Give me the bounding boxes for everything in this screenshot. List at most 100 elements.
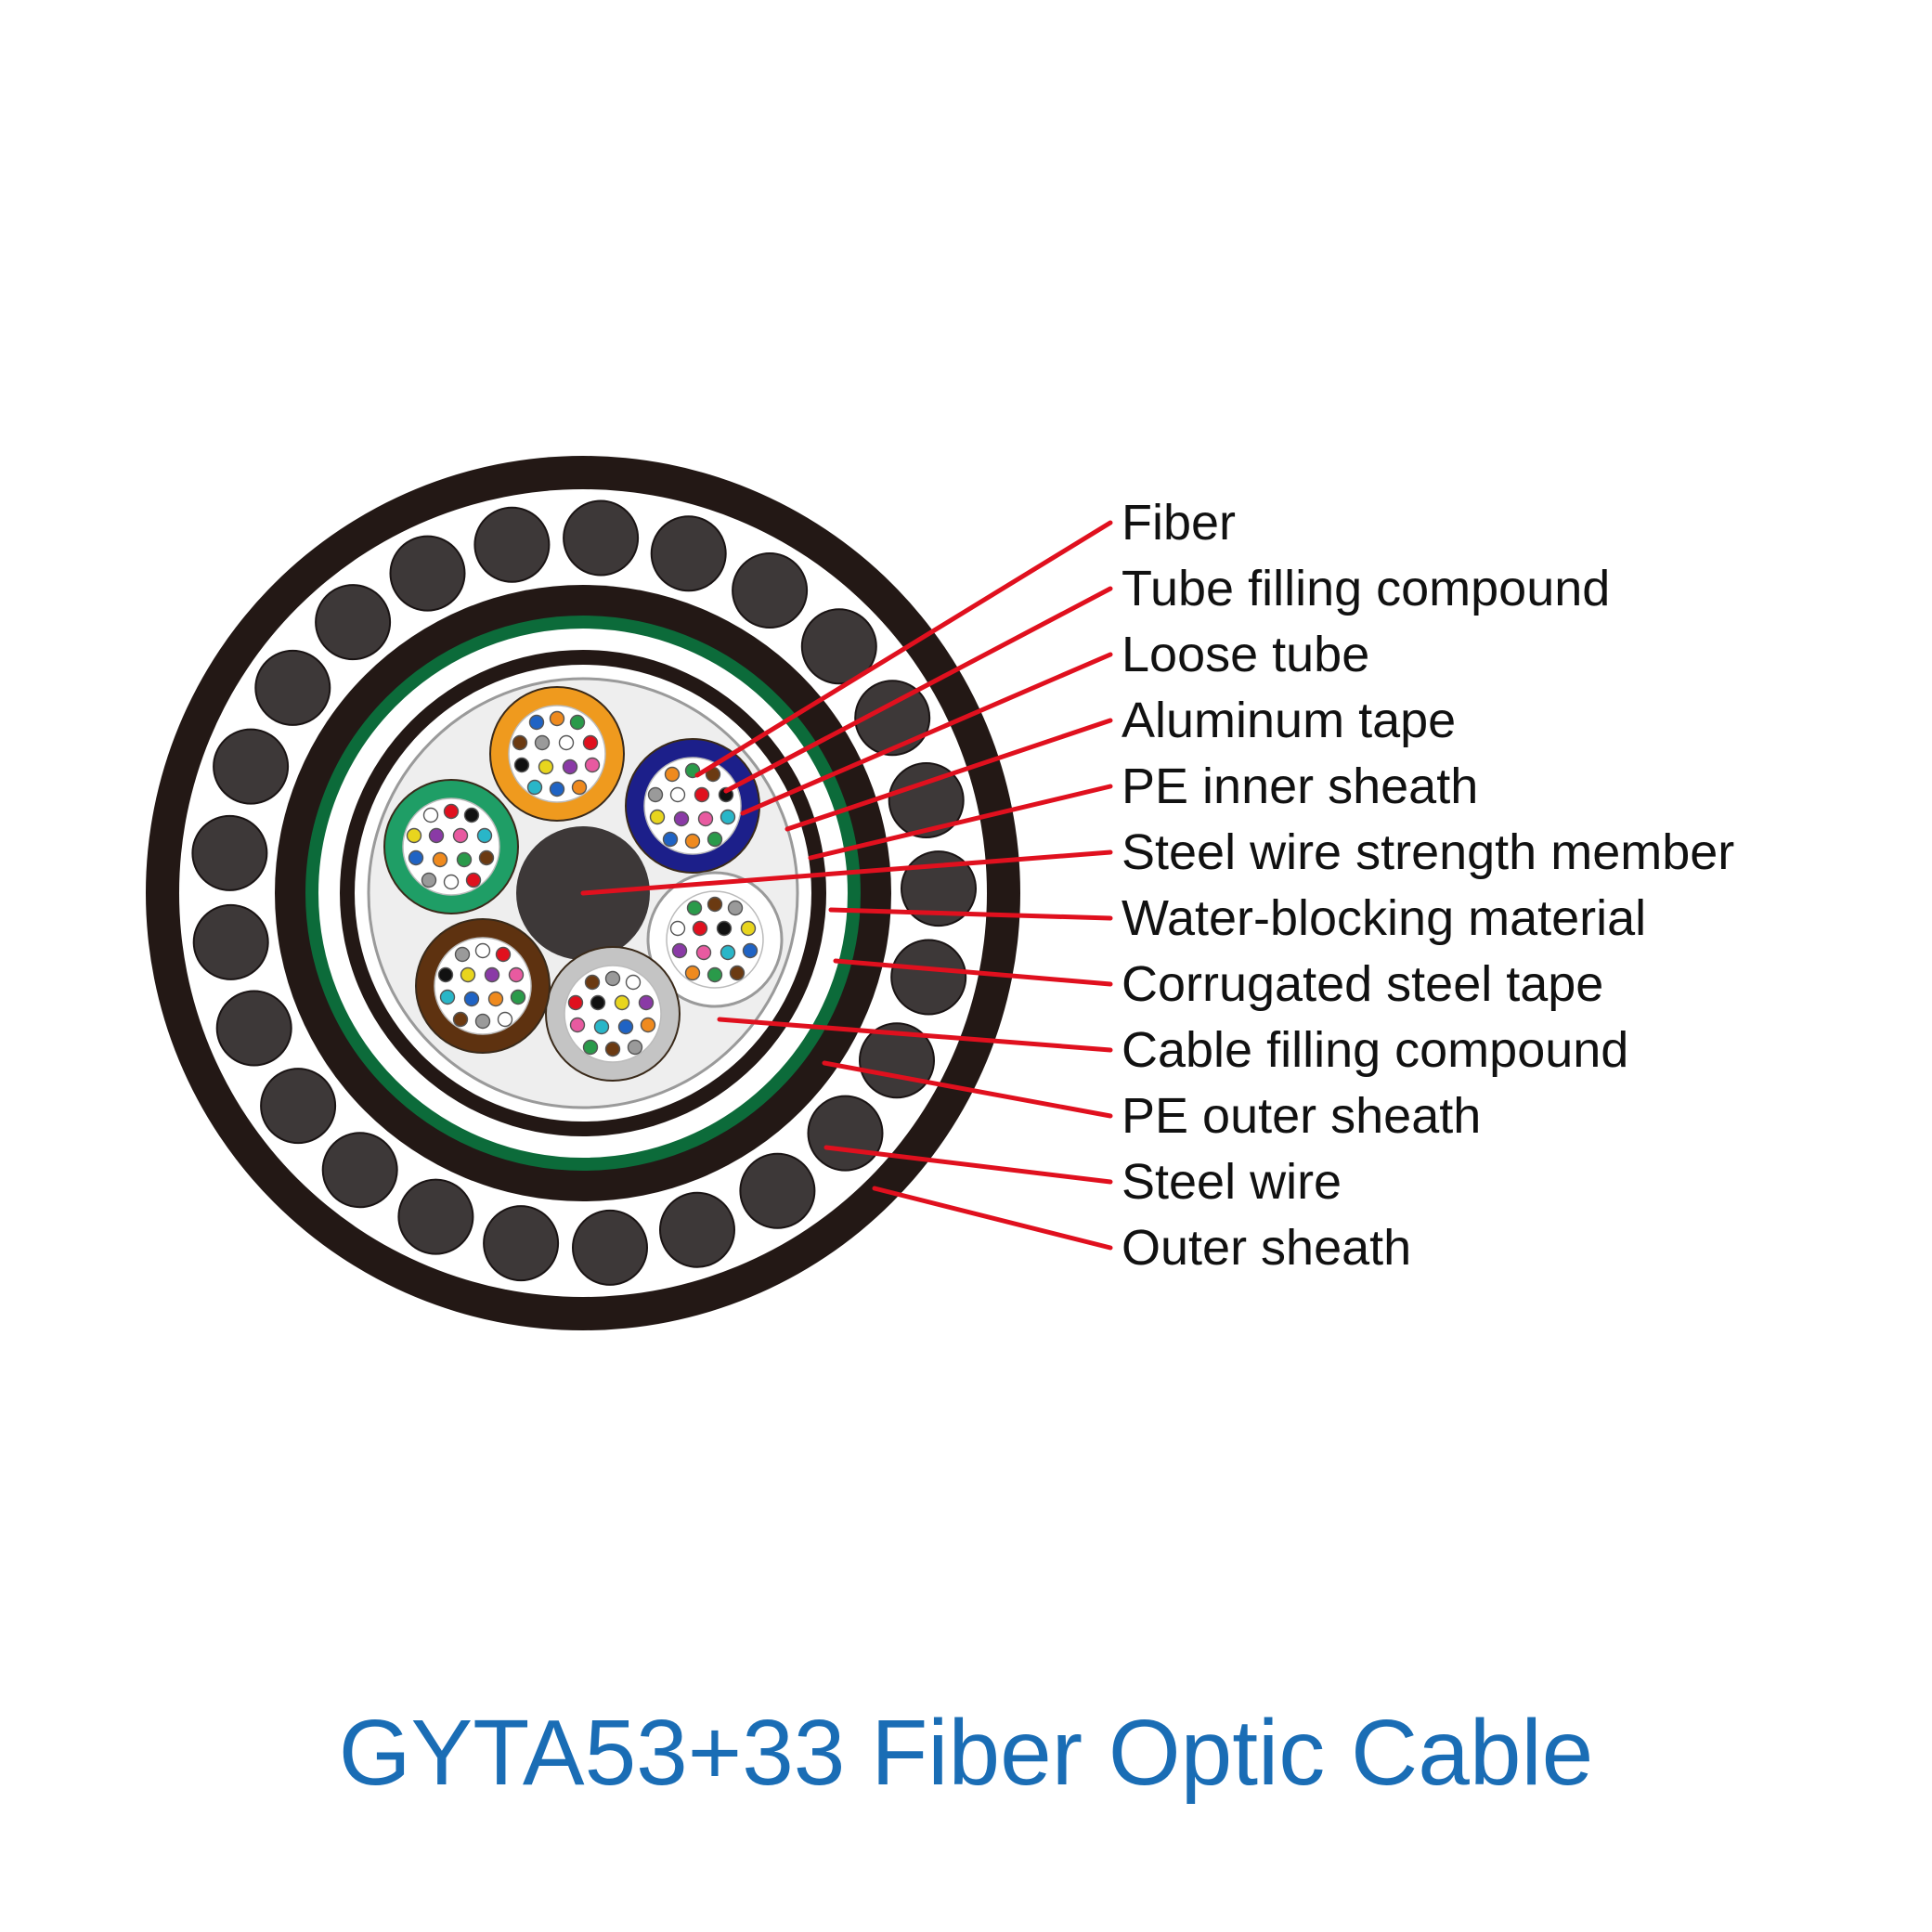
- steel-wire: [397, 1178, 474, 1255]
- steel-wire: [321, 1132, 398, 1209]
- fiber: [697, 810, 714, 827]
- steel-wire: [732, 552, 809, 629]
- steel-wire: [739, 1152, 816, 1229]
- fiber: [720, 944, 736, 961]
- leader-line: [580, 849, 1113, 896]
- fiber: [662, 831, 679, 848]
- fiber: [512, 734, 528, 751]
- fiber: [720, 809, 736, 825]
- label-pe-outer-sheath: PE outer sheath: [1122, 1088, 1482, 1144]
- fiber: [571, 779, 588, 796]
- fiber: [647, 786, 664, 803]
- fiber: [495, 946, 512, 963]
- steel-wire: [260, 1068, 337, 1145]
- steel-wire: [483, 1205, 560, 1282]
- fiber: [452, 1011, 469, 1028]
- tube-filling-compound: [402, 797, 500, 896]
- leader-lines: [580, 520, 1113, 1251]
- fiber: [684, 833, 701, 849]
- fiber: [729, 965, 746, 981]
- leader-line: [784, 718, 1113, 832]
- fiber: [474, 942, 491, 959]
- fiber: [476, 827, 493, 844]
- fiber: [617, 1018, 634, 1035]
- steel-wire: [901, 850, 977, 927]
- label-steel-wire-strength-member: Steel wire strength member: [1122, 824, 1735, 880]
- steel-wire: [213, 728, 290, 805]
- steel-wire: [800, 608, 877, 685]
- fiber: [686, 900, 703, 916]
- fiber: [478, 849, 495, 866]
- fiber: [463, 991, 480, 1007]
- tube-filling-compound: [666, 890, 764, 989]
- fiber: [406, 827, 422, 844]
- label-outer-sheath: Outer sheath: [1122, 1220, 1412, 1276]
- label-corrugated-steel-tape: Corrugated steel tape: [1122, 956, 1604, 1012]
- fiber: [604, 1041, 621, 1057]
- fiber: [484, 966, 500, 983]
- fiber: [590, 994, 606, 1011]
- steel-wire: [191, 814, 268, 891]
- fiber: [716, 920, 733, 937]
- steel-wire: [254, 649, 331, 726]
- fiber: [510, 989, 526, 1005]
- steel-wire: [572, 1209, 648, 1286]
- fiber: [437, 966, 454, 983]
- fiber: [422, 807, 439, 823]
- steel-wire: [888, 762, 965, 838]
- diagram-title: GYTA53+33 Fiber Optic Cable: [338, 1701, 1594, 1805]
- fiber: [593, 1018, 610, 1035]
- tube-filling-compound: [434, 937, 532, 1035]
- leader-line: [723, 586, 1113, 794]
- fiber: [727, 900, 744, 916]
- fiber: [465, 872, 482, 888]
- label-aluminum-tape: Aluminum tape: [1122, 693, 1457, 748]
- fiber: [669, 920, 686, 937]
- tube-filling-compound: [564, 965, 662, 1063]
- fiber: [694, 786, 710, 803]
- loose-tubes: [383, 686, 784, 1082]
- fiber: [487, 991, 504, 1007]
- fiber: [707, 966, 723, 983]
- label-tube-filling-compound: Tube filling compound: [1122, 561, 1611, 616]
- fiber: [443, 874, 460, 890]
- fiber: [439, 989, 456, 1005]
- fiber: [513, 757, 530, 773]
- fiber: [584, 757, 601, 773]
- fiber: [569, 714, 586, 731]
- fiber: [742, 942, 759, 959]
- fiber: [569, 1017, 586, 1033]
- fiber: [508, 966, 525, 983]
- steel-wire: [659, 1191, 735, 1268]
- corrugated-steel-tape-green: [305, 616, 861, 1171]
- steel-wire: [473, 506, 551, 583]
- steel-wire: [215, 990, 292, 1067]
- steel-wire: [563, 499, 640, 577]
- fiber: [695, 944, 712, 961]
- steel-wire: [650, 515, 727, 592]
- fiber: [528, 714, 545, 731]
- leader-line: [694, 520, 1113, 778]
- steel-wire: [389, 535, 466, 612]
- fiber: [428, 827, 445, 844]
- fiber: [526, 779, 543, 796]
- steel-wire: [854, 680, 931, 757]
- fiber: [456, 851, 473, 868]
- label-steel-wire: Steel wire: [1122, 1154, 1342, 1210]
- fiber: [443, 803, 460, 820]
- fiber: [582, 1039, 599, 1056]
- fiber: [534, 734, 551, 751]
- leader-line: [872, 1186, 1113, 1251]
- leader-line: [828, 907, 1113, 921]
- fiber: [538, 759, 554, 775]
- label-fiber: Fiber: [1122, 495, 1237, 551]
- fiber: [567, 994, 584, 1011]
- leader-line: [822, 1060, 1113, 1119]
- steel-wire: [807, 1095, 884, 1172]
- fiber: [640, 1017, 656, 1033]
- fiber: [614, 994, 630, 1011]
- fiber: [584, 974, 601, 991]
- tube-filling-compound: [643, 757, 742, 855]
- label-cable-filling-compound: Cable filling compound: [1122, 1022, 1629, 1078]
